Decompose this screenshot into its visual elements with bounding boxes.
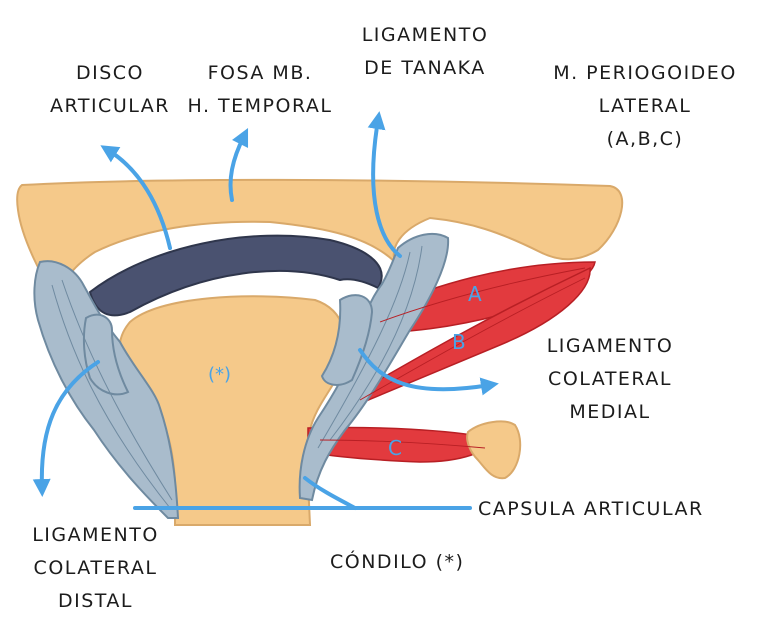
label-medial-line1: LIGAMENTO: [546, 335, 674, 357]
label-pterigoideo-line3: (A,B,C): [606, 128, 684, 150]
label-condilo: CÓNDILO (*): [330, 551, 465, 573]
label-disco-articular: DISCO ARTICULAR: [30, 64, 190, 116]
articular-disc: [88, 234, 383, 317]
label-pterigoideo: M. PERIOGOIDEO LATERAL (A,B,C): [530, 64, 760, 149]
arrow-tanaka: [367, 111, 402, 258]
label-ligamento-tanaka: LIGAMENTO DE TANAKA: [340, 26, 510, 78]
label-distal-line2: COLATERAL: [33, 557, 158, 579]
marker-muscle-c: C: [388, 436, 402, 460]
label-tanaka-line2: DE TANAKA: [364, 57, 486, 79]
label-colateral-distal: LIGAMENTO COLATERAL DISTAL: [8, 526, 183, 611]
arrow-distal: [32, 360, 100, 497]
coronoid-stub: [466, 420, 522, 480]
capsule-lateral-flap: [82, 313, 130, 396]
label-disco-line2: ARTICULAR: [50, 95, 170, 117]
label-pterigoideo-line1: M. PERIOGOIDEO: [553, 62, 737, 84]
arrow-disco: [100, 145, 172, 250]
marker-muscle-b: B: [452, 330, 466, 354]
annotation-arrows: [32, 111, 499, 510]
arrow-capsula: [303, 476, 357, 510]
label-medial-line3: MEDIAL: [569, 401, 651, 423]
label-disco-line1: DISCO: [75, 62, 145, 84]
label-fosa-line2: H. TEMPORAL: [187, 95, 333, 117]
label-colateral-medial: LIGAMENTO COLATERAL MEDIAL: [525, 337, 695, 422]
label-pterigoideo-line2: LATERAL: [598, 95, 692, 117]
label-medial-line2: COLATERAL: [548, 368, 672, 390]
marker-muscle-a: A: [468, 282, 482, 306]
label-fosa-line1: FOSA MB.: [207, 62, 313, 84]
label-fosa-mb: FOSA MB. H. TEMPORAL: [170, 64, 350, 116]
label-distal-line1: LIGAMENTO: [32, 524, 159, 546]
capsule-medial-flap: [320, 294, 374, 386]
marker-condyle: (*): [208, 364, 232, 385]
label-capsula-articular: CAPSULA ARTICULAR: [478, 498, 704, 520]
ligament-striations: [51, 245, 423, 509]
muscle-striations: [319, 267, 586, 449]
label-distal-line3: DISTAL: [57, 590, 133, 612]
label-tanaka-line1: LIGAMENTO: [361, 24, 489, 46]
arrow-fosa: [228, 127, 249, 202]
arrow-medial: [358, 348, 499, 396]
